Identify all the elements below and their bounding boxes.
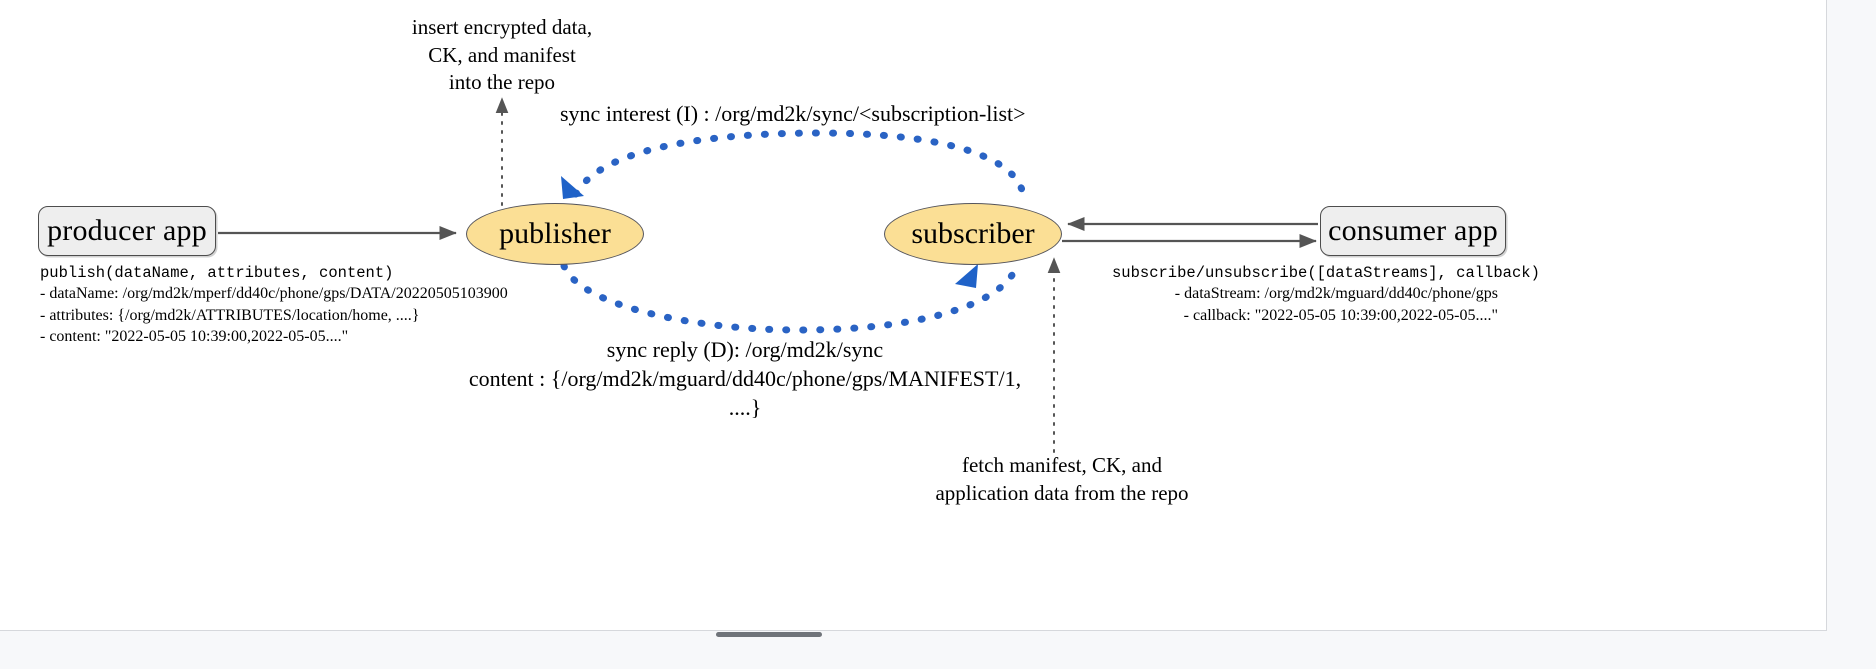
fetch-note-line-2: application data from the repo — [935, 480, 1189, 505]
sync-interest-arc — [561, 129, 1026, 199]
fetch-repo-note: fetch manifest, CK, and application data… — [890, 452, 1234, 507]
document-page: producer app publisher subscriber consum… — [0, 0, 1827, 631]
publish-api-param-1: - attributes: {/org/md2k/ATTRIBUTES/loca… — [40, 306, 420, 324]
publish-api-signature: publish(dataName, attributes, content) — [40, 264, 394, 282]
insert-note-line-1: insert encrypted data, — [411, 15, 593, 39]
subscriber-node[interactable]: subscriber — [884, 203, 1062, 265]
publish-api-annotation: publish(dataName, attributes, content) -… — [40, 263, 508, 347]
insert-repo-note: insert encrypted data, CK, and manifest … — [378, 14, 626, 97]
publisher-node[interactable]: publisher — [466, 203, 644, 265]
subscribe-api-annotation: subscribe/unsubscribe([dataStreams], cal… — [1112, 263, 1540, 326]
consumer-app-node[interactable]: consumer app — [1320, 206, 1506, 256]
subscribe-api-signature: subscribe/unsubscribe([dataStreams], cal… — [1112, 264, 1540, 282]
sync-interest-label: sync interest (I) : /org/md2k/sync/<subs… — [560, 101, 1026, 126]
insert-note-line-3: into the repo — [448, 70, 556, 95]
sync-reply-line-3: ....} — [728, 395, 762, 421]
consumer-app-label: consumer app — [1328, 214, 1498, 247]
page-gap — [0, 631, 1826, 669]
subscribe-api-param-1: - callback: "2022-05-05 10:39:00,2022-05… — [1183, 306, 1498, 324]
publish-api-param-0: - dataName: /org/md2k/mperf/dd40c/phone/… — [40, 285, 508, 303]
horizontal-scrollbar[interactable] — [716, 632, 822, 637]
sync-reply-line-1: sync reply (D): /org/md2k/sync — [606, 337, 884, 362]
subscriber-label: subscriber — [911, 217, 1035, 250]
subscribe-api-param-0: - dataStream: /org/md2k/mguard/dd40c/pho… — [1174, 285, 1498, 303]
sync-reply-label: sync reply (D): /org/md2k/sync content :… — [450, 335, 1040, 422]
producer-app-node[interactable]: producer app — [38, 206, 216, 256]
producer-app-label: producer app — [47, 214, 207, 247]
publish-api-param-2: - content: "2022-05-05 10:39:00,2022-05-… — [40, 327, 349, 345]
sync-reply-arc — [560, 262, 1020, 334]
sync-reply-line-2: content : {/org/md2k/mguard/dd40c/phone/… — [468, 366, 1022, 392]
publisher-label: publisher — [499, 217, 611, 250]
fetch-note-line-1: fetch manifest, CK, and — [961, 453, 1163, 477]
insert-note-line-2: CK, and manifest — [428, 42, 576, 67]
